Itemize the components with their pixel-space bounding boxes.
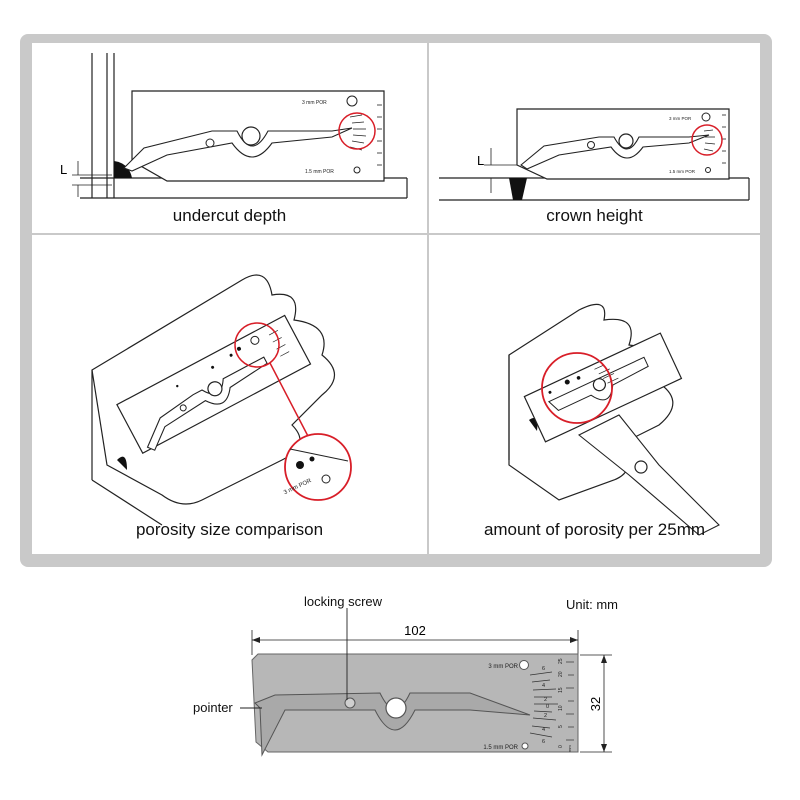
outer-scale-label: 5 [558, 725, 564, 728]
scale-unit-label: mm [567, 745, 572, 752]
undercut-illustration: L 3 mm POR 1.5 mm POR [60, 53, 408, 199]
locking-screw-label: locking screw [304, 594, 383, 609]
porosity-size-zoom-circle [284, 433, 352, 501]
porosity-size-panel: 3 mm POR porosity size comparison [32, 235, 427, 554]
undercut-dim-label: L [60, 162, 67, 177]
locking-screw-head [344, 697, 356, 709]
arc-label: 0 [546, 704, 549, 710]
arc-label: 6 [542, 739, 545, 745]
gauge-dimension-drawing: 102 32 3 mm POR 1.5 mm POR 6 4 2 0 2 4 6… [240, 608, 612, 757]
arc-label: 2 [544, 713, 547, 719]
crown-bead [509, 178, 527, 200]
bottom-label-bottom: 1.5 mm POR [483, 745, 518, 751]
arc-label: 4 [542, 683, 545, 689]
outer-scale-label: 15 [558, 687, 564, 693]
porosity-amount-highlight [541, 352, 613, 424]
porosity-amount-illustration [508, 303, 720, 536]
weld-bead [114, 161, 132, 178]
undercut-highlight-circle [338, 112, 376, 150]
arc-label: 6 [542, 666, 545, 672]
crown-label-top: 3 mm POR [669, 116, 692, 121]
crown-label-bottom: 1.5 mm POR [669, 169, 696, 174]
porosity-size-highlight-small [234, 322, 280, 368]
unit-label: Unit: mm [566, 597, 618, 612]
outer-scale-label: 20 [558, 671, 564, 677]
crown-dim-label: L [477, 153, 484, 168]
arc-label: 2 [544, 697, 547, 703]
crown-highlight-circle [691, 124, 723, 156]
undercut-label-bottom: 1.5 mm POR [305, 169, 334, 175]
crown-illustration: L 3 mm POR 1.5 mm POR [439, 108, 750, 201]
center-hole [385, 697, 407, 719]
arc-scale-labels: 6 4 2 0 2 4 6 [542, 666, 549, 745]
undercut-caption: undercut depth [172, 206, 287, 225]
porosity-amount-caption: amount of porosity per 25mm [483, 520, 706, 539]
crown-panel: L 3 mm POR 1.5 mm POR crown height [429, 43, 760, 233]
undercut-panel: L 3 mm POR 1.5 mm POR undercut dep [32, 43, 427, 233]
undercut-label-top: 3 mm POR [302, 100, 327, 106]
panel-frame: L 3 mm POR 1.5 mm POR undercut dep [20, 34, 772, 567]
pointer-label: pointer [193, 700, 233, 715]
height-dimension: 32 [588, 697, 603, 711]
outer-scale-label: 25 [558, 658, 564, 664]
width-dimension: 102 [404, 623, 426, 638]
arc-label: 4 [542, 727, 545, 733]
outer-scale-label: 10 [558, 705, 564, 711]
porosity-amount-panel: amount of porosity per 25mm [429, 235, 760, 554]
porosity-size-illustration: 3 mm POR [91, 274, 352, 526]
porosity-size-caption: porosity size comparison [135, 520, 324, 539]
outer-scale-label: 0 [558, 745, 564, 748]
bottom-label-top: 3 mm POR [488, 664, 518, 670]
crown-caption: crown height [546, 206, 643, 225]
